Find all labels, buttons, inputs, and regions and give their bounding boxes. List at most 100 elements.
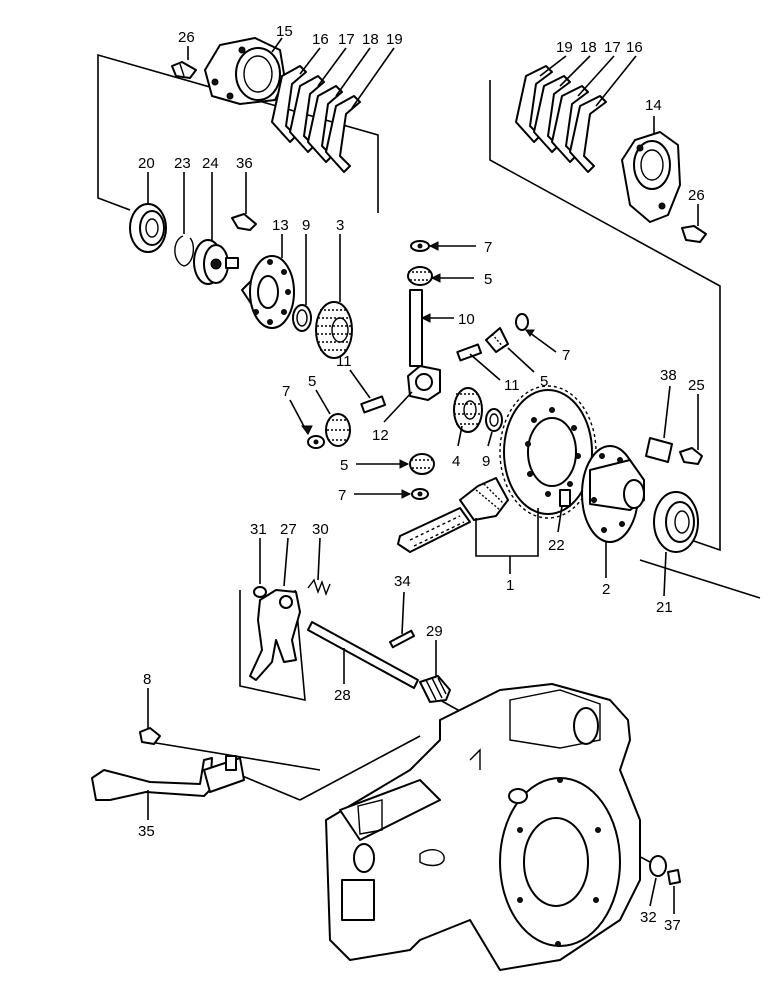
pinion-gear-5-bottom <box>409 453 435 475</box>
bolt-25 <box>679 447 703 465</box>
callout-13: 13 <box>272 217 289 234</box>
callout-22: 22 <box>548 537 565 554</box>
bearing-retainer-left <box>204 37 286 105</box>
callout-3: 3 <box>336 217 344 234</box>
pin-11-left <box>360 395 387 414</box>
callout-15: 15 <box>276 23 293 40</box>
bearing-21 <box>653 491 699 553</box>
callout-19: 19 <box>556 39 573 56</box>
drive-pinion-shaft <box>397 477 509 553</box>
spring-30 <box>307 578 331 597</box>
lock-plate-38 <box>645 437 673 463</box>
spring-29 <box>419 675 451 703</box>
arrowheads <box>301 241 535 499</box>
callout-29: 29 <box>426 623 443 640</box>
shift-fork-27 <box>249 589 301 681</box>
pinion-gear-5-top <box>407 266 433 286</box>
callout-19: 19 <box>386 31 403 48</box>
callout-5: 5 <box>308 373 316 390</box>
callout-21: 21 <box>656 599 673 616</box>
callout-11: 11 <box>504 377 520 394</box>
snap-ring-31 <box>253 586 267 598</box>
shim-set-left <box>271 65 361 173</box>
callout-23: 23 <box>174 155 191 172</box>
pin-34 <box>388 629 416 649</box>
bolt-26-left <box>171 61 197 79</box>
callout-18: 18 <box>580 39 597 56</box>
callout-7: 7 <box>282 383 290 400</box>
coupling-24 <box>193 239 239 285</box>
bearing-retainer-right <box>621 131 681 223</box>
callout-38: 38 <box>660 367 677 384</box>
callout-36: 36 <box>236 155 253 172</box>
bolt-36 <box>231 213 257 231</box>
snap-ring-23 <box>174 235 195 267</box>
callout-25: 25 <box>688 377 705 394</box>
cross-block-12 <box>407 365 441 401</box>
pin-37 <box>667 869 681 885</box>
pinion-gear-5-left <box>325 413 351 447</box>
pin-11-right <box>456 343 483 362</box>
callout-8: 8 <box>143 671 151 688</box>
callout-9: 9 <box>482 453 490 470</box>
callout-7: 7 <box>562 347 570 364</box>
bearing-20 <box>129 203 167 253</box>
callout-16: 16 <box>626 39 643 56</box>
callout-12: 12 <box>372 427 389 444</box>
bolt-8 <box>139 727 161 745</box>
washer-7-left <box>307 435 325 449</box>
thrust-washer-9-lower <box>485 408 503 432</box>
washer-7-top <box>410 240 430 252</box>
callout-16: 16 <box>312 31 329 48</box>
diff-case-half-13 <box>241 255 295 329</box>
callout-4: 4 <box>452 453 460 470</box>
callout-30: 30 <box>312 521 329 538</box>
callout-14: 14 <box>645 97 662 114</box>
callout-9: 9 <box>302 217 310 234</box>
dowel-pin-22 <box>559 489 571 507</box>
transmission-housing <box>325 683 641 971</box>
group-outline-right <box>489 80 721 552</box>
callout-24: 24 <box>202 155 219 172</box>
callout-11: 11 <box>336 353 352 370</box>
callout-7: 7 <box>484 239 492 256</box>
plug-32 <box>649 855 667 877</box>
callout-37: 37 <box>664 917 681 934</box>
callout-17: 17 <box>338 31 355 48</box>
bolt-26-right <box>681 225 707 243</box>
callout-2: 2 <box>602 581 610 598</box>
washer-7-bottom <box>411 488 429 500</box>
washer-7-right <box>515 313 529 331</box>
shim-set-right <box>515 65 607 173</box>
callout-17: 17 <box>604 39 621 56</box>
callout-28: 28 <box>334 687 351 704</box>
callout-26: 26 <box>688 187 705 204</box>
callout-1: 1 <box>506 577 514 594</box>
pinion-shaft-10 <box>409 289 423 367</box>
callout-34: 34 <box>394 573 411 590</box>
callout-5: 5 <box>484 271 492 288</box>
callout-10: 10 <box>458 311 475 328</box>
diff-case-2 <box>581 445 645 543</box>
side-gear-4 <box>453 387 483 433</box>
group-outline-left <box>97 53 379 213</box>
callout-35: 35 <box>138 823 155 840</box>
side-gear-3 <box>315 301 353 359</box>
thrust-washer-9-upper <box>292 304 312 332</box>
leader-lines <box>147 37 699 914</box>
group-outline-shift <box>239 589 306 702</box>
callout-5: 5 <box>340 457 348 474</box>
callout-26: 26 <box>178 29 195 46</box>
pinion-gear-5-right <box>485 327 509 353</box>
callout-31: 31 <box>250 521 267 538</box>
pedal-35 <box>91 755 245 801</box>
callout-27: 27 <box>280 521 297 538</box>
callout-20: 20 <box>138 155 155 172</box>
callout-32: 32 <box>640 909 657 926</box>
shift-rod-28 <box>307 621 419 689</box>
callout-5: 5 <box>540 373 548 390</box>
callout-labels: 26 15 16 17 18 19 19 18 17 16 14 26 20 2… <box>138 23 705 934</box>
callout-7: 7 <box>338 487 346 504</box>
callout-18: 18 <box>362 31 379 48</box>
